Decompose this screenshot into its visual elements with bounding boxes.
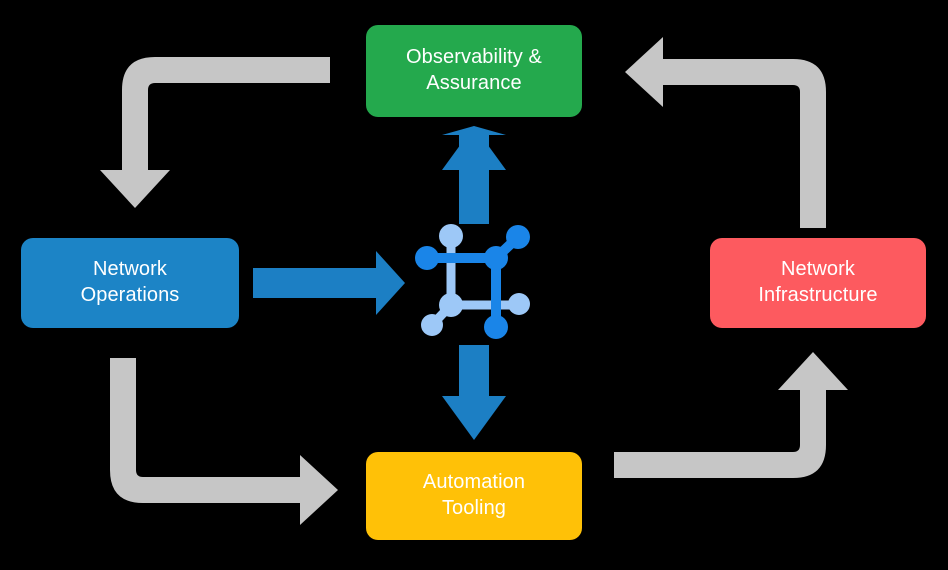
arrow-hub-to-observability — [442, 126, 506, 224]
node-operations[interactable]: Network Operations — [21, 238, 239, 328]
node-observability[interactable]: Observability & Assurance — [366, 25, 582, 117]
network-mesh-icon — [415, 224, 530, 339]
arrow-observability-to-operations — [100, 57, 330, 208]
arrow-infrastructure-to-observability — [625, 37, 826, 228]
arrow-operations-to-hub — [253, 251, 405, 315]
node-infrastructure[interactable]: Network Infrastructure — [710, 238, 926, 328]
node-automation[interactable]: Automation Tooling — [366, 452, 582, 540]
arrow-operations-to-automation — [110, 358, 338, 525]
arrow-hub-to-automation — [442, 345, 506, 440]
arrow-automation-to-infrastructure — [614, 352, 848, 478]
